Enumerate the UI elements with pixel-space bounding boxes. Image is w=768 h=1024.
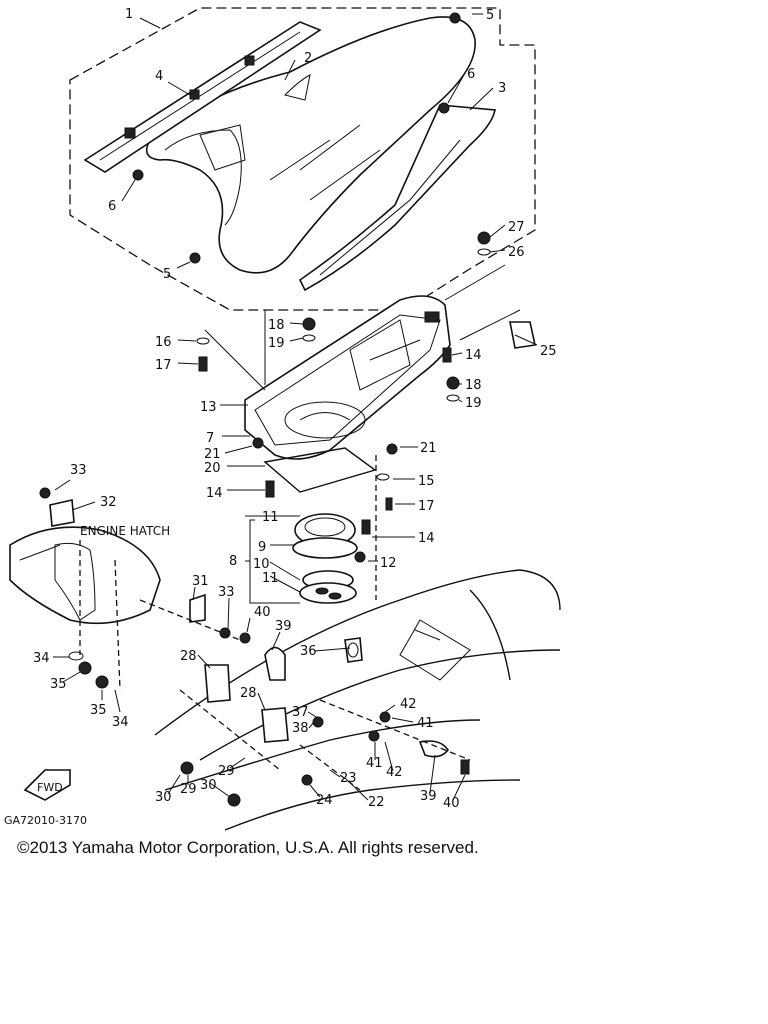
callout-number: 19 xyxy=(268,336,285,351)
callout-number: 8 xyxy=(229,554,237,569)
callout-number: 5 xyxy=(163,267,171,282)
callout-number: 12 xyxy=(380,556,397,571)
callout-number: 35 xyxy=(50,677,67,692)
callout-number: 5 xyxy=(486,8,494,23)
callout-number: 11 xyxy=(262,510,279,525)
callout-number: 6 xyxy=(467,67,475,82)
callout-number: 33 xyxy=(70,463,87,478)
parts-diagram: FWD ENGINE HATCH GA72010-3170 1 2 3 4 5 … xyxy=(4,7,561,831)
callout-number: 26 xyxy=(508,245,525,260)
engine-hatch-label: ENGINE HATCH xyxy=(80,524,170,538)
callout-number: 19 xyxy=(465,396,482,411)
callout-number: 14 xyxy=(465,348,482,363)
callout-number: 6 xyxy=(108,199,116,214)
callout-number: 41 xyxy=(366,756,383,771)
callout-number: 41 xyxy=(417,716,434,731)
callout-number: 14 xyxy=(206,486,223,501)
callout-number: 11 xyxy=(262,571,279,586)
callout-number: 17 xyxy=(418,499,435,514)
callout-number: 31 xyxy=(192,574,209,589)
callout-number: 32 xyxy=(100,495,117,510)
callout-number: 25 xyxy=(540,344,557,359)
fasteners xyxy=(39,12,491,807)
callout-number: 33 xyxy=(218,585,235,600)
assembly-lines xyxy=(79,455,471,791)
callout-number: 22 xyxy=(368,795,385,810)
callout-number: 10 xyxy=(253,557,270,572)
callout-number: 40 xyxy=(443,796,460,811)
callout-number: 28 xyxy=(240,686,257,701)
callout-number: 42 xyxy=(400,697,417,712)
hatch-ring-assembly xyxy=(292,513,358,604)
leader-lines xyxy=(53,13,538,804)
copyright-notice: ©2013 Yamaha Motor Corporation, U.S.A. A… xyxy=(17,838,479,857)
callout-number: 17 xyxy=(155,358,172,373)
callout-number: 29 xyxy=(218,764,235,779)
fwd-arrow-icon: FWD xyxy=(23,769,71,801)
callout-number: 14 xyxy=(418,531,435,546)
callout-number: 16 xyxy=(155,335,172,350)
callout-number: 30 xyxy=(155,790,172,805)
callout-number: 34 xyxy=(112,715,129,730)
callout-number: 2 xyxy=(304,51,312,66)
callout-numbers: 1 2 3 4 5 5 6 6 7 8 9 10 11 11 12 13 14 … xyxy=(33,7,557,811)
seat-cushion xyxy=(145,16,476,274)
callout-number: 15 xyxy=(418,474,435,489)
callout-number: 29 xyxy=(180,782,197,797)
callout-number: 34 xyxy=(33,651,50,666)
callout-number: 3 xyxy=(498,81,506,96)
seat-base-tray xyxy=(244,295,451,460)
callout-number: 18 xyxy=(268,318,285,333)
callout-number: 42 xyxy=(386,765,403,780)
callout-number: 21 xyxy=(420,441,437,456)
callout-number: 4 xyxy=(155,69,163,84)
callout-number: 39 xyxy=(420,789,437,804)
callout-number: 18 xyxy=(465,378,482,393)
callout-number: 30 xyxy=(200,778,217,793)
callout-number: 37 xyxy=(292,705,309,720)
callout-number: 38 xyxy=(292,721,309,736)
callout-number: 21 xyxy=(204,447,221,462)
hull-body xyxy=(154,569,561,831)
callout-number: 7 xyxy=(206,431,214,446)
engine-hatch xyxy=(9,526,161,625)
diagram-code: GA72010-3170 xyxy=(4,814,87,827)
callout-number: 36 xyxy=(300,644,317,659)
callout-number: 23 xyxy=(340,771,357,786)
gasket xyxy=(263,447,377,493)
fwd-label: FWD xyxy=(37,781,63,794)
callout-number: 35 xyxy=(90,703,107,718)
callout-number: 28 xyxy=(180,649,197,664)
seat-trim-strip xyxy=(83,21,322,173)
callout-number: 9 xyxy=(258,540,266,555)
callout-number: 13 xyxy=(200,400,217,415)
callout-number: 20 xyxy=(204,461,221,476)
callout-number: 39 xyxy=(275,619,292,634)
callout-number: 1 xyxy=(125,7,133,22)
callout-number: 27 xyxy=(508,220,525,235)
seat-side-cover xyxy=(298,104,496,292)
callout-number: 40 xyxy=(254,605,271,620)
callout-number: 24 xyxy=(316,793,333,808)
